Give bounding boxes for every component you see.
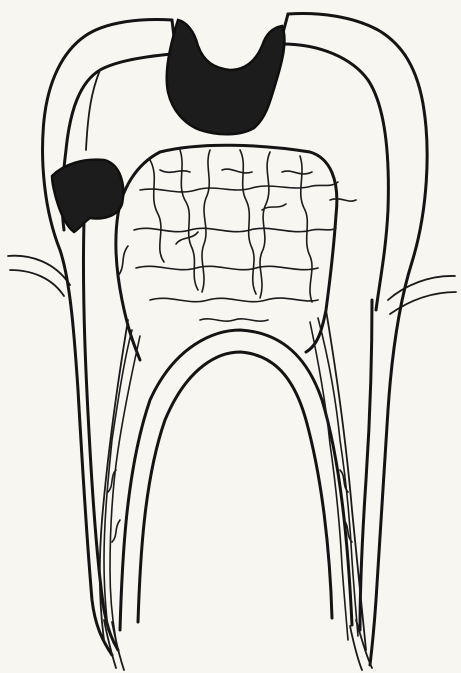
furcation-inner bbox=[138, 352, 332, 622]
occlusal-caries bbox=[167, 20, 285, 134]
gum-line-left-lower bbox=[10, 270, 64, 296]
root-inner-right bbox=[360, 300, 372, 630]
gum-line-right-upper bbox=[388, 276, 455, 300]
pulp-chamber-left-wall bbox=[116, 214, 140, 360]
furcation-outer bbox=[120, 330, 352, 630]
tooth-outer-outline bbox=[43, 20, 172, 655]
